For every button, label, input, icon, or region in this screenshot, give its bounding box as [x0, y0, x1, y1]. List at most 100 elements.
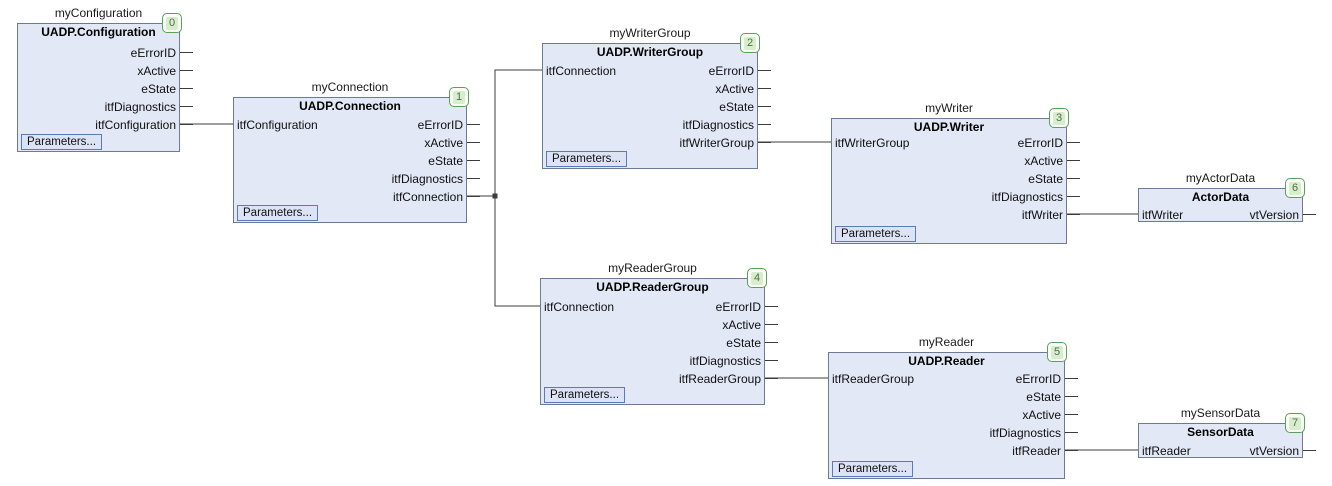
pin-stub [1067, 196, 1080, 197]
output-pin[interactable]: itfDiagnostics [991, 190, 1063, 204]
pin-stub [467, 196, 480, 197]
input-pin[interactable]: itfConnection [544, 300, 615, 314]
pin-stub [765, 306, 778, 307]
output-pin[interactable]: eErrorID [130, 46, 176, 60]
instance-name[interactable]: myWriter [925, 101, 973, 115]
input-pin[interactable]: itfReaderGroup [832, 372, 915, 386]
parameters-button[interactable]: Parameters... [21, 134, 103, 150]
pin-stub [1067, 142, 1080, 143]
output-pin[interactable]: itfWriter [1021, 208, 1063, 222]
output-pin[interactable]: eState [1028, 172, 1063, 186]
function-block[interactable]: ActorData itfWriter vtVersion [1138, 188, 1303, 222]
pin-stub [758, 142, 771, 143]
pin-stub [467, 124, 480, 125]
input-pin[interactable]: itfWriter [1142, 208, 1184, 222]
execution-order-badge: 1 [449, 87, 469, 107]
instance-name[interactable]: mySensorData [1180, 406, 1261, 420]
input-pin[interactable]: itfWriterGroup [835, 136, 910, 150]
pin-stub [1067, 178, 1080, 179]
execution-order-number: 6 [1288, 181, 1302, 195]
pin-stub [765, 342, 778, 343]
execution-order-badge: 4 [747, 268, 767, 288]
pin-stub [1303, 450, 1316, 451]
pin-stub [467, 160, 480, 161]
execution-order-badge: 6 [1285, 178, 1305, 198]
output-pin[interactable]: eErrorID [1017, 136, 1063, 150]
function-block[interactable]: UADP.Connection itfConfiguration eErrorID x… [233, 97, 467, 223]
connection-wire-connection-to-writergroup[interactable] [494, 69, 542, 196]
input-pin[interactable]: itfConfiguration [237, 118, 318, 132]
output-pin[interactable]: xActive [722, 318, 761, 332]
output-pin[interactable]: xActive [1024, 154, 1063, 168]
instance-name[interactable]: myWriterGroup [609, 26, 691, 40]
function-block[interactable]: UADP.ReaderGroup itfConnection eErrorID xAc… [540, 278, 765, 405]
output-pin[interactable]: eState [1026, 390, 1061, 404]
instance-name[interactable]: myReaderGroup [608, 261, 697, 275]
output-pin[interactable]: eErrorID [708, 64, 754, 78]
wire-junction-dot [492, 193, 498, 199]
input-pin[interactable]: itfReader [1142, 444, 1191, 458]
pin-stub [180, 106, 193, 107]
output-pin[interactable]: vtVersion [1249, 444, 1299, 458]
pin-stub [180, 52, 193, 53]
parameters-button[interactable]: Parameters... [237, 205, 319, 221]
pin-stub [758, 106, 771, 107]
block-type-title: UADP.Writer [913, 120, 985, 134]
block-type-title: UADP.ReaderGroup [596, 280, 709, 294]
connection-wire-connection-to-readergroup[interactable] [494, 196, 540, 307]
output-pin[interactable]: eErrorID [1015, 372, 1061, 386]
instance-name[interactable]: myConfiguration [54, 6, 143, 20]
execution-order-number: 7 [1288, 416, 1302, 430]
execution-order-number: 2 [743, 36, 757, 50]
output-pin[interactable]: eState [726, 336, 761, 350]
pin-stub [765, 378, 778, 379]
instance-name[interactable]: myReader [918, 335, 975, 349]
output-pin[interactable]: xActive [715, 82, 754, 96]
block-type-title: UADP.Connection [299, 99, 401, 113]
output-pin[interactable]: itfDiagnostics [682, 118, 754, 132]
output-pin[interactable]: itfDiagnostics [689, 354, 761, 368]
output-pin[interactable]: itfDiagnostics [104, 100, 176, 114]
pin-stub [758, 70, 771, 71]
parameters-button[interactable]: Parameters... [835, 226, 917, 242]
output-pin[interactable]: eState [428, 154, 463, 168]
instance-name[interactable]: myConnection [311, 80, 389, 94]
output-pin[interactable]: itfConnection [392, 190, 463, 204]
execution-order-number: 4 [750, 271, 764, 285]
pin-stub [1065, 432, 1078, 433]
output-pin[interactable]: xActive [1022, 408, 1061, 422]
parameters-button[interactable]: Parameters... [832, 461, 914, 477]
parameters-button[interactable]: Parameters... [544, 387, 626, 403]
output-pin[interactable]: eState [719, 100, 754, 114]
output-pin[interactable]: xActive [424, 136, 463, 150]
output-pin[interactable]: itfReaderGroup [678, 372, 761, 386]
pin-stub [1065, 396, 1078, 397]
output-pin[interactable]: itfReader [1012, 444, 1061, 458]
output-pin[interactable]: xActive [137, 64, 176, 78]
instance-name[interactable]: myActorData [1185, 171, 1256, 185]
pin-stub [180, 70, 193, 71]
output-pin[interactable]: itfWriterGroup [679, 136, 754, 150]
block-type-title: ActorData [1191, 190, 1250, 204]
pin-stub [758, 124, 771, 125]
output-pin[interactable]: itfDiagnostics [391, 172, 463, 186]
output-pin[interactable]: eState [141, 82, 176, 96]
output-pin[interactable]: vtVersion [1249, 208, 1299, 222]
execution-order-number: 0 [165, 16, 179, 30]
pin-stub [180, 124, 193, 125]
output-pin[interactable]: eErrorID [715, 300, 761, 314]
output-pin[interactable]: itfConfiguration [95, 118, 176, 132]
pin-stub [765, 360, 778, 361]
pin-stub [1065, 450, 1078, 451]
parameters-button[interactable]: Parameters... [546, 151, 628, 167]
execution-order-number: 3 [1052, 111, 1066, 125]
input-pin[interactable]: itfConnection [546, 64, 617, 78]
output-pin[interactable]: itfDiagnostics [989, 426, 1061, 440]
output-pin[interactable]: eErrorID [417, 118, 463, 132]
